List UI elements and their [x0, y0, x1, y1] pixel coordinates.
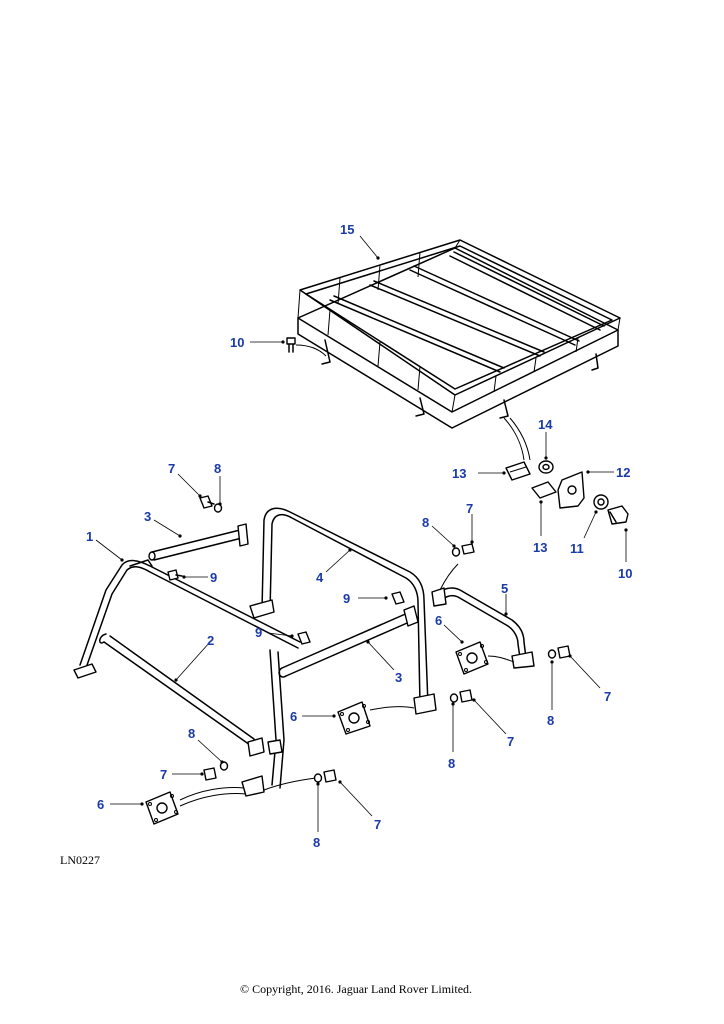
- callout-8-top-right: 8: [422, 515, 429, 530]
- callout-7-top-right: 7: [466, 501, 473, 516]
- rear-bar-2: [99, 633, 285, 797]
- callout-1: 1: [86, 529, 93, 544]
- callout-8-bottom: 8: [313, 835, 320, 850]
- bolt-7-top: [199, 495, 223, 513]
- callout-12: 12: [616, 465, 630, 480]
- front-hoop-1: [73, 559, 301, 679]
- bolt-10-right: [607, 505, 629, 525]
- callout-labels: 15 10 14 13 12 13 11 10 7 8 3 1 8 7 4 9 …: [86, 222, 632, 850]
- callout-6-left: 6: [97, 797, 104, 812]
- rear-hoop-4: [249, 507, 437, 715]
- base-plate-6-middle: [337, 701, 415, 735]
- callout-9-left: 9: [210, 570, 217, 585]
- callout-8-right-base: 8: [547, 713, 554, 728]
- callout-10-top: 10: [230, 335, 244, 350]
- base-plate-6-left: [145, 777, 317, 825]
- callout-5: 5: [501, 581, 508, 596]
- bolt-10-top: [286, 337, 296, 353]
- leader-lines: [95, 235, 628, 832]
- bolt-7-right-base: [547, 645, 571, 659]
- callout-3-upper: 3: [144, 509, 151, 524]
- callout-7-bottom: 7: [374, 817, 381, 832]
- bolt-9-lower: [297, 631, 311, 645]
- base-plate-6-right: [455, 641, 515, 675]
- bolt-7-left-base: [203, 761, 229, 781]
- bolt-7-top-right: [451, 543, 475, 557]
- callout-8-left-base: 8: [188, 726, 195, 741]
- bolt-7-middle-base: [449, 689, 473, 703]
- bolt-7-bottom: [313, 769, 337, 783]
- diagonal-brace-3b: [278, 605, 419, 678]
- bolt-9-middle: [391, 591, 405, 605]
- rubber-pad-13a: [505, 461, 531, 481]
- callout-7-middle-base: 7: [507, 734, 514, 749]
- callout-6-right: 6: [435, 613, 442, 628]
- callout-11: 11: [570, 541, 584, 556]
- callout-13-lower: 13: [533, 540, 547, 555]
- callout-4: 4: [316, 570, 324, 585]
- side-hoop-5: [431, 563, 535, 669]
- callout-8-top: 8: [214, 461, 221, 476]
- diagram-reference-code: LN0227: [60, 853, 100, 867]
- callout-10-right: 10: [618, 566, 632, 581]
- bracket-12: [557, 471, 585, 509]
- callout-15: 15: [340, 222, 354, 237]
- callout-3-lower: 3: [395, 670, 402, 685]
- copyright-notice: © Copyright, 2016. Jaguar Land Rover Lim…: [240, 982, 472, 996]
- rubber-pad-13b: [531, 481, 557, 499]
- bolt-9-upper-left: [167, 569, 183, 581]
- callout-7-left-base: 7: [160, 767, 167, 782]
- washer-14: [538, 460, 554, 474]
- callout-7-right-base: 7: [604, 689, 611, 704]
- roof-rack: [295, 239, 621, 461]
- diagonal-brace-3a: [148, 523, 249, 561]
- callout-13-upper: 13: [452, 466, 466, 481]
- callout-9-lower: 9: [255, 625, 262, 640]
- callout-2: 2: [207, 633, 214, 648]
- callout-14: 14: [538, 417, 553, 432]
- washer-11: [593, 494, 609, 510]
- callout-8-middle-base: 8: [448, 756, 455, 771]
- callout-6-middle: 6: [290, 709, 297, 724]
- callout-7-top: 7: [168, 461, 175, 476]
- callout-9-middle: 9: [343, 591, 350, 606]
